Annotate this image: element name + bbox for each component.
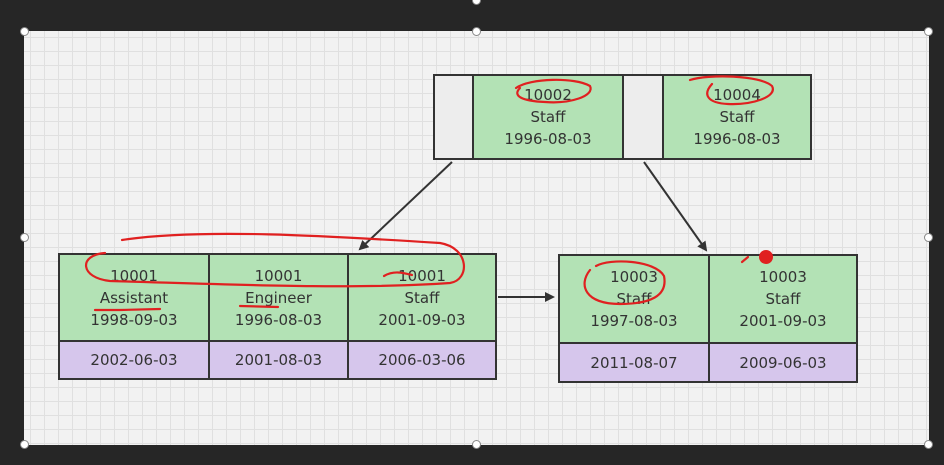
entry-title: Assistant [99,288,169,307]
resize-handle-middle-right[interactable] [924,233,933,242]
entry-title: Staff [616,290,652,308]
entry-title: Staff [765,290,801,308]
right-leaf-value: 2009-06-03 [708,342,858,383]
resize-handle-bottom-left[interactable] [20,440,29,449]
entry-id: 10003 [759,268,807,286]
entry-date: 1996-08-03 [504,130,592,148]
entry-id: 10004 [713,86,761,104]
resize-handle-bottom-right[interactable] [924,440,933,449]
root-entry: 10004 Staff 1996-08-03 [662,74,812,160]
left-leaf-value: 2006-03-06 [347,340,497,380]
entry-id: 10001 [398,266,446,285]
left-leaf-value: 2001-08-03 [208,340,349,380]
entry-title: Engineer [245,288,312,307]
entry-value: 2002-06-03 [90,351,178,369]
entry-title: Staff [404,288,440,307]
root-pointer-cell [433,74,474,160]
entry-id: 10002 [524,86,572,104]
entry-date: 2001-09-03 [378,310,466,329]
entry-id: 10001 [254,266,303,285]
entry-date: 1996-08-03 [234,310,323,329]
resize-handle-top-right[interactable] [924,27,933,36]
left-leaf-value: 2002-06-03 [58,340,210,380]
entry-value: 2011-08-07 [590,353,678,372]
entry-date: 1997-08-03 [590,312,678,330]
resize-handle-middle-left[interactable] [20,233,29,242]
entry-title: Staff [530,108,566,126]
left-leaf-entry: 10001 Assistant 1998-09-03 [58,253,210,342]
root-pointer-cell [622,74,664,160]
entry-date: 1996-08-03 [693,130,781,148]
entry-date: 1998-09-03 [90,310,178,329]
entry-id: 10001 [110,266,158,285]
resize-handle-top-left[interactable] [20,27,29,36]
entry-value: 2009-06-03 [739,353,827,372]
entry-value: 2006-03-06 [378,351,466,369]
resize-handle-top-center[interactable] [472,27,481,36]
entry-value: 2001-08-03 [234,351,323,369]
left-leaf-entry: 10001 Engineer 1996-08-03 [208,253,349,342]
resize-handle-bottom-center[interactable] [472,440,481,449]
right-leaf-entry: 10003 Staff 1997-08-03 [558,254,710,344]
rotate-handle[interactable] [472,0,481,5]
right-leaf-entry: 10003 Staff 2001-09-03 [708,254,858,344]
entry-date: 2001-09-03 [739,312,827,330]
right-leaf-value: 2011-08-07 [558,342,710,383]
root-entry: 10002 Staff 1996-08-03 [472,74,624,160]
entry-id: 10003 [610,268,658,286]
left-leaf-entry: 10001 Staff 2001-09-03 [347,253,497,342]
entry-title: Staff [719,108,755,126]
